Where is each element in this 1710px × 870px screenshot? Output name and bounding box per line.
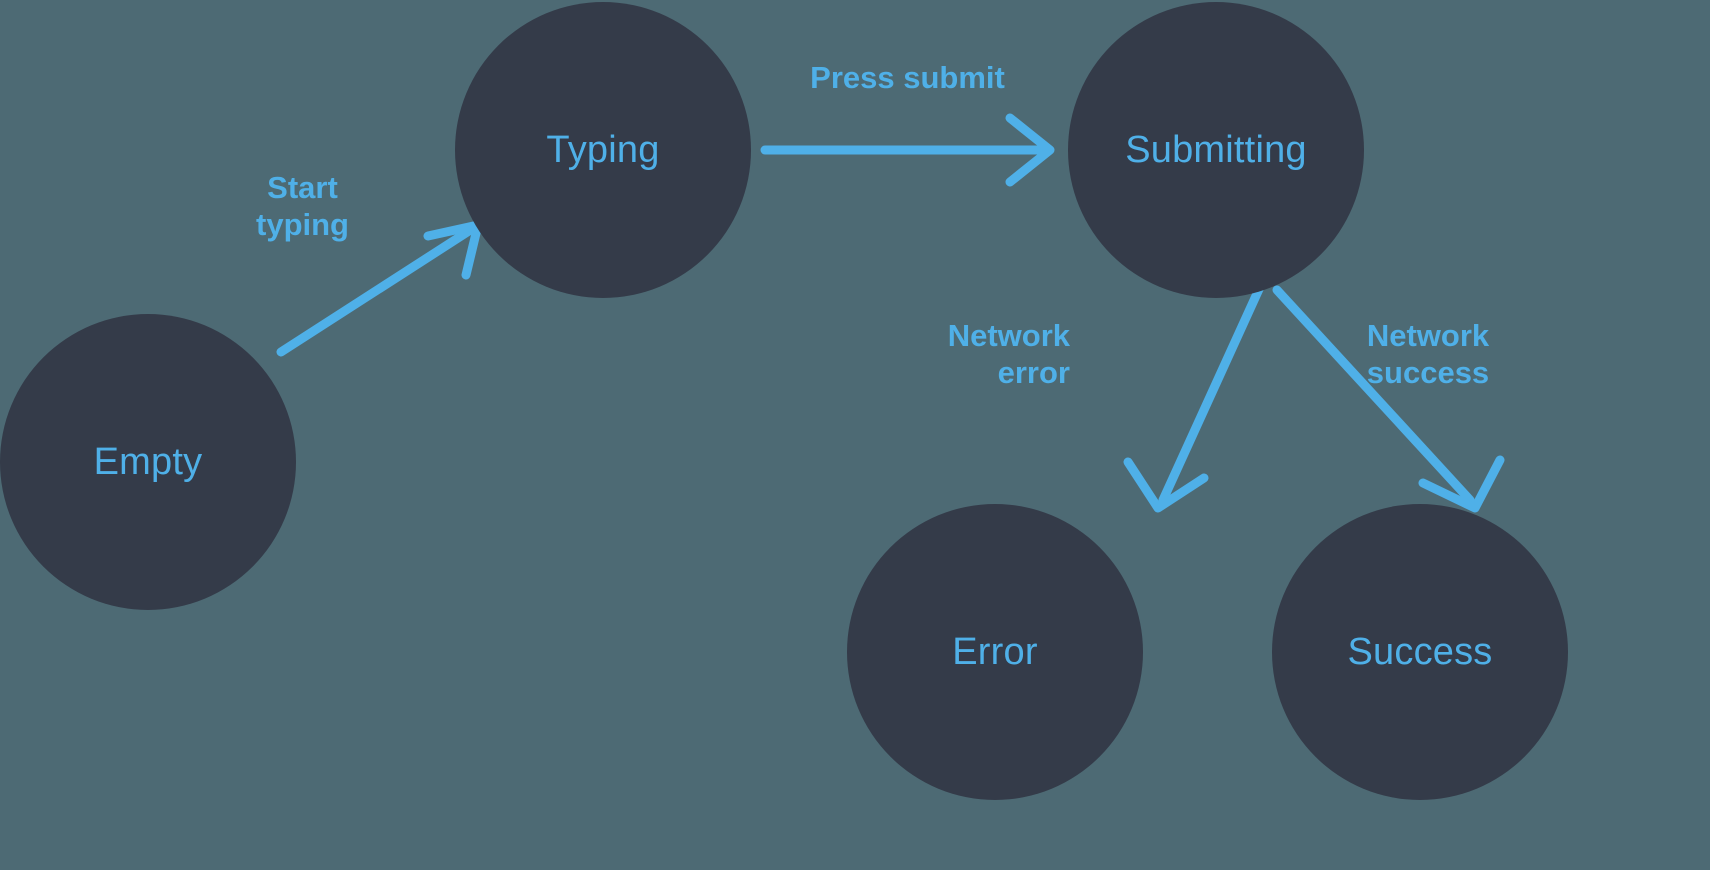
state-label-empty: Empty [93,440,203,483]
state-label-error: Error [952,630,1038,673]
edge-label-press-submit: Press submit [810,60,1005,95]
arrowhead-icon-start-typing [423,220,483,280]
state-label-typing: Typing [546,128,660,171]
arrowhead-icon-press-submit [1005,113,1055,187]
edge-label-start-typing: Start typing [256,170,349,242]
edge-shaft-network-error [1158,282,1265,505]
state-node-empty[interactable]: Empty [0,314,296,610]
edge-label-network-success: Network success [1366,318,1490,390]
state-node-typing[interactable]: Typing [455,2,751,298]
state-node-submitting[interactable]: Submitting [1068,2,1364,298]
state-node-error[interactable]: Error [847,504,1143,800]
arrowhead-icon-network-success [1418,455,1505,513]
state-label-success: Success [1347,630,1493,673]
edge-shaft-start-typing [276,224,477,357]
state-node-success[interactable]: Success [1272,504,1568,800]
state-label-submitting: Submitting [1125,128,1307,171]
edge-label-network-error: Network error [947,318,1070,390]
arrowhead-icon-network-error [1123,457,1209,513]
